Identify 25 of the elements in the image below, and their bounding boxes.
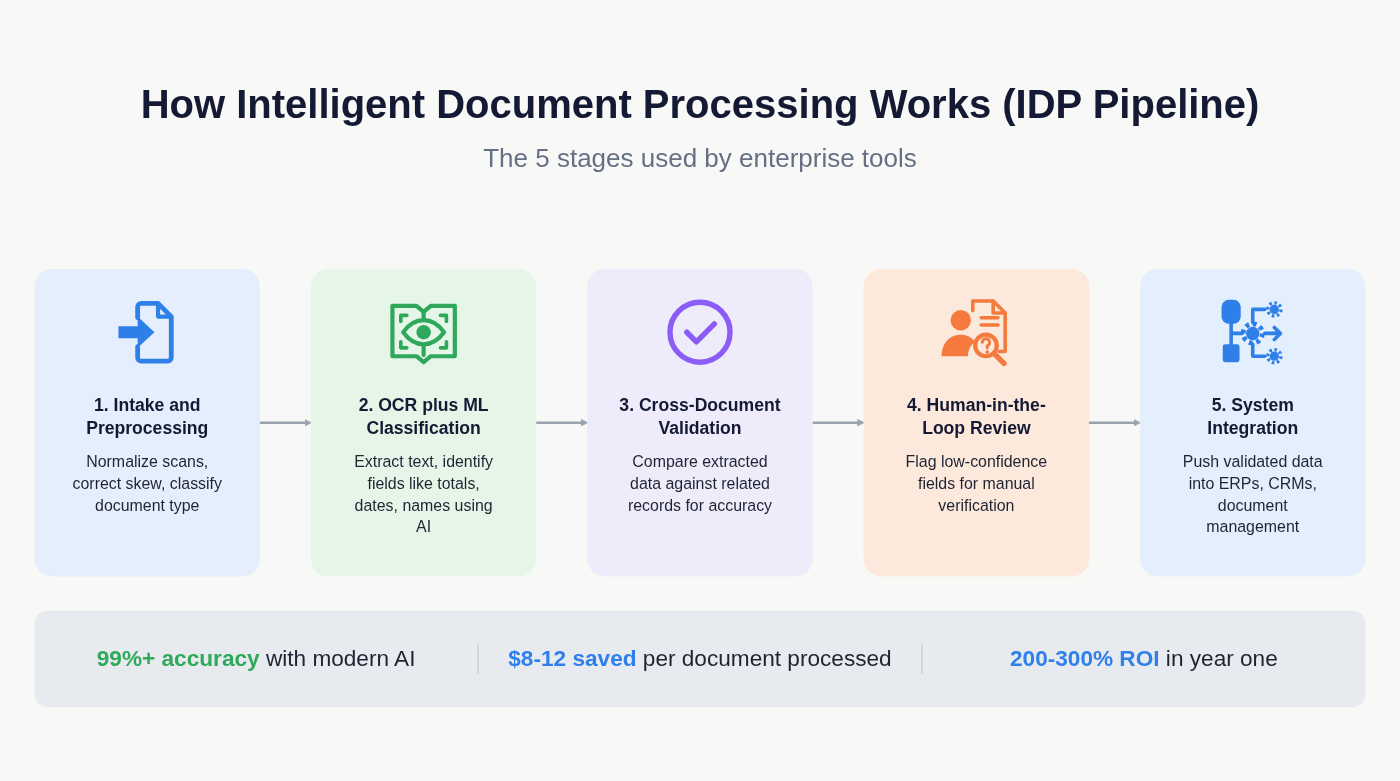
stage-card — [863, 269, 1089, 577]
stage-title: 4. Human-in-the-Loop Review — [906, 394, 1047, 441]
subtitle: The 5 stages used by enterprise tools — [483, 142, 917, 174]
arrow — [535, 419, 589, 427]
stat-text: 200-300% ROI in year one — [921, 644, 1365, 674]
title: How Intelligent Document Processing Works (IDP Pipeline) — [140, 81, 1260, 128]
stats-band — [34, 610, 1366, 707]
stage-card — [587, 269, 813, 577]
stat-text: 99%+ accuracy with modern AI — [95, 644, 417, 673]
stage-title: 2. OCR plus ML Classification — [357, 394, 490, 441]
stage-description: Push validated data into ERPs, CRMs, document management — [1181, 451, 1324, 539]
stage-description: Extract text, identify fields like totals, dates, names using AI — [353, 451, 495, 539]
stage-description: Compare extracted data against related records for accuracy — [626, 451, 774, 517]
stat-text: $8-12 saved per document processed — [477, 644, 922, 674]
stage-description: Normalize scans, correct skew, classify document type — [71, 451, 223, 517]
stage-title: 3. Cross-Document Validation — [618, 394, 782, 441]
stage-title: 1. Intake and Preprocessing — [85, 394, 210, 441]
arrow — [1088, 419, 1141, 427]
stage-title: 5. System Integration — [1206, 394, 1300, 441]
stage-card — [310, 269, 537, 577]
stage-card — [1140, 269, 1366, 577]
arrow — [259, 419, 312, 427]
stage-description: Flag low-confidence fields for manual verification — [904, 451, 1049, 517]
stage-card — [34, 269, 260, 577]
arrow — [812, 419, 865, 427]
